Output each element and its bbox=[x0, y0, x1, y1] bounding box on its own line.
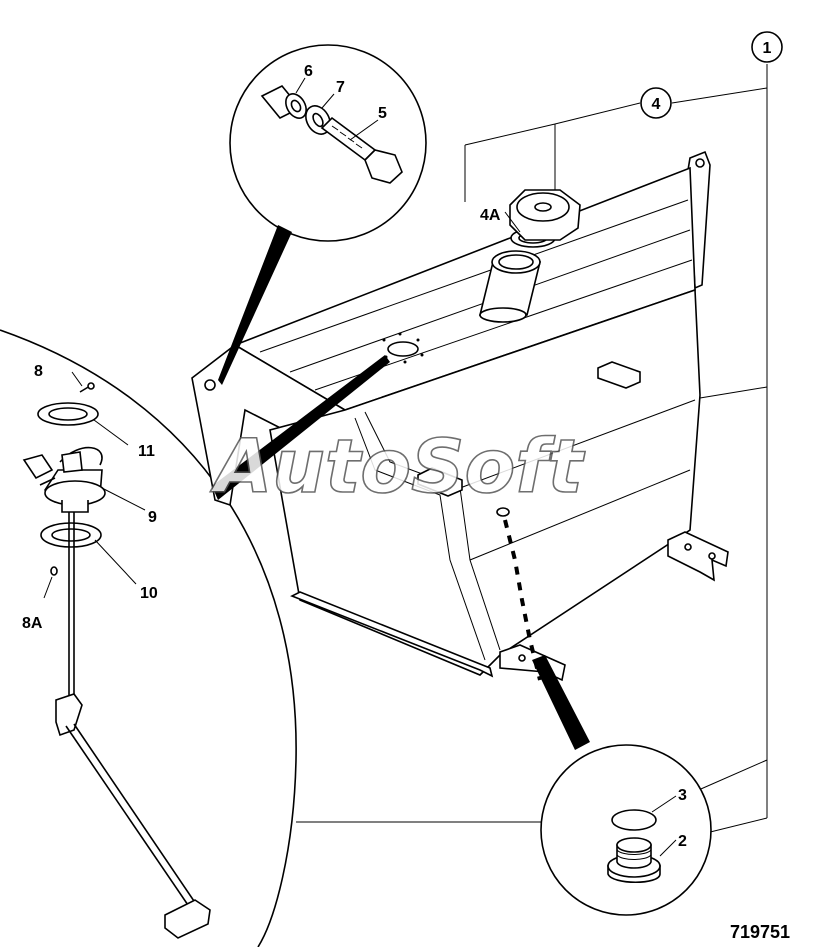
fuel-sender-assembly bbox=[22, 382, 211, 939]
callout-8a: 8A bbox=[22, 615, 43, 632]
callout-2: 2 bbox=[678, 833, 687, 850]
callout-8: 8 bbox=[34, 363, 43, 380]
callout-4a: 4A bbox=[480, 207, 501, 224]
callout-leaders bbox=[43, 77, 677, 857]
filler-cap-assembly bbox=[478, 189, 581, 323]
callout-5: 5 bbox=[378, 105, 387, 122]
callout-6: 6 bbox=[304, 63, 313, 80]
callout-10: 10 bbox=[140, 585, 158, 602]
bolt-detail-parts bbox=[260, 84, 403, 184]
sender-detail-pointer bbox=[212, 355, 390, 500]
bolt-detail-pointer bbox=[218, 225, 292, 385]
callout-4: 4 bbox=[640, 87, 672, 119]
callout-9: 9 bbox=[148, 509, 157, 526]
fuel-tank bbox=[191, 150, 729, 682]
drain-detail-pointer bbox=[532, 655, 590, 750]
watermark-text: AutoSoft bbox=[210, 424, 585, 510]
drain-plug-parts bbox=[607, 809, 661, 883]
svg-text:1: 1 bbox=[763, 40, 772, 57]
bolt-detail-circle bbox=[229, 44, 427, 242]
figure-number: 719751 bbox=[730, 922, 790, 942]
svg-text:4: 4 bbox=[652, 96, 661, 113]
callout-3: 3 bbox=[678, 787, 687, 804]
sender-detail-arc bbox=[0, 329, 297, 947]
callout-7: 7 bbox=[336, 79, 345, 96]
callout-11: 11 bbox=[138, 443, 155, 460]
callout-1: 1 bbox=[751, 31, 783, 63]
group-leader-lines bbox=[296, 64, 768, 837]
